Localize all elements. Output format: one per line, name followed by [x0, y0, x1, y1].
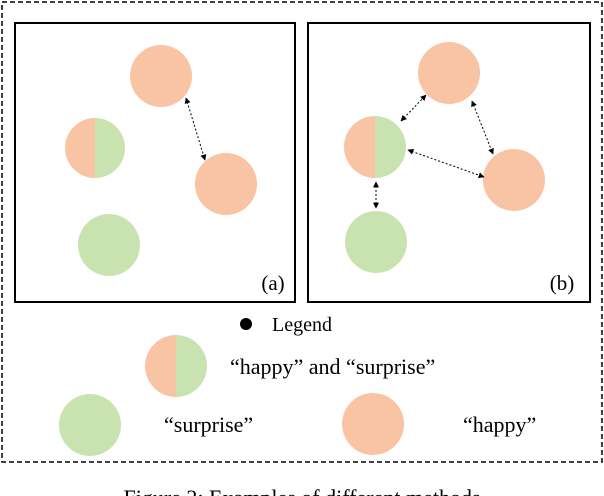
legend-item-mixed-label: “happy” and “surprise” — [230, 354, 435, 379]
legend-title: Legend — [272, 314, 332, 336]
happy-legend-swatch — [342, 393, 404, 455]
edge-a-happy1-happy2 — [184, 97, 207, 161]
legend-bullet — [240, 318, 252, 330]
happy-node-a2 — [195, 153, 257, 215]
mixed-node-a-surprise-half — [95, 118, 125, 178]
panel-a: (a) — [14, 22, 296, 303]
happy-node-b1 — [418, 42, 480, 104]
legend-item-happy-label: “happy” — [463, 412, 536, 437]
mixed-legend-happy-half — [145, 335, 176, 397]
mixed-node-b — [344, 116, 406, 178]
panel-b-label: (b) — [550, 271, 575, 295]
mixed-legend-surprise-half — [176, 335, 207, 397]
surprise-node-a — [78, 214, 140, 276]
panel-b: (b) — [307, 22, 591, 303]
legend-item-happy: “happy” — [342, 393, 536, 455]
figure-caption: Figure 2: Examples of different methods — [123, 485, 480, 496]
edge-b-happy1-happy2 — [471, 100, 494, 155]
panel-a-label: (a) — [261, 271, 284, 295]
surprise-legend-swatch — [59, 394, 121, 456]
legend: Legend “happy” and “surprise” “surprise”… — [59, 314, 536, 456]
edge-b-mixed-happy2 — [407, 148, 485, 179]
outer-dashed-border — [1, 1, 603, 463]
mixed-node-a — [65, 118, 125, 178]
mixed-node-b-surprise-half — [375, 116, 406, 178]
surprise-node-b — [345, 211, 407, 273]
mixed-legend-swatch — [145, 335, 207, 397]
mixed-node-a-happy-half — [65, 118, 95, 178]
legend-item-mixed: “happy” and “surprise” — [145, 335, 435, 397]
legend-item-surprise: “surprise” — [59, 394, 253, 456]
happy-node-a1 — [130, 45, 192, 107]
happy-node-b2 — [483, 149, 545, 211]
mixed-node-b-happy-half — [344, 116, 375, 178]
legend-item-surprise-label: “surprise” — [164, 412, 253, 437]
